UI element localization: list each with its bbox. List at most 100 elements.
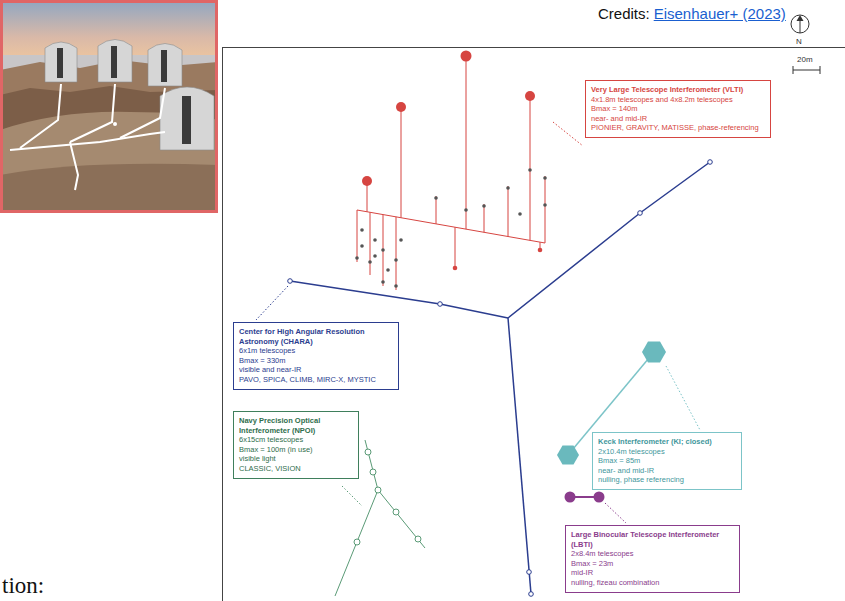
instrument-list: nulling, phase referencing <box>598 475 736 485</box>
telescope-count: 6x1m telescopes <box>239 346 393 356</box>
drawing-circle <box>529 592 534 597</box>
drawing-line <box>530 96 531 240</box>
drawing-circle <box>373 254 377 258</box>
drawing-circle <box>381 280 385 284</box>
facility-name: Center for High Angular Resolution Astro… <box>239 327 393 346</box>
drawing-circle <box>368 260 372 264</box>
drawing-polyline <box>70 142 78 190</box>
drawing-line <box>396 217 397 290</box>
npoi-telescopes <box>354 449 421 545</box>
drawing-polyline <box>508 162 710 318</box>
drawing-circle <box>506 186 510 190</box>
drawing-path <box>0 164 218 213</box>
unit-telescopes <box>362 51 542 271</box>
drawing-circle <box>365 449 371 455</box>
drawing-path <box>0 60 218 213</box>
photo-frame <box>2 2 217 212</box>
drawing-circle <box>370 469 376 475</box>
drawing-circle <box>373 238 377 242</box>
drawing-circle <box>355 256 359 260</box>
drawing-circle <box>438 302 443 307</box>
drawing-circle <box>453 266 458 271</box>
north-label: N <box>796 37 802 46</box>
drawing-rect <box>111 46 117 78</box>
telescope-count: 2x10.4m telescopes <box>598 447 736 457</box>
instrument-list: PAVO, SPICA, CLIMB, MIRC-X, MYSTIC <box>239 375 393 385</box>
north-arrow <box>791 15 809 33</box>
instrument-list: PIONIER, GRAVITY, MATISSE, phase-referen… <box>591 123 765 133</box>
facility-name: Keck Interferometer (KI; closed) <box>598 437 736 447</box>
wavelength-range: near- and mid-IR <box>598 466 736 476</box>
drawing-polyline <box>20 84 61 148</box>
drawing-g <box>57 46 191 144</box>
drawing-circle <box>538 248 543 253</box>
keck-telescope <box>557 446 579 465</box>
drawing-circle <box>518 212 522 216</box>
leader-line <box>553 122 583 146</box>
credit-text: Credits: <box>598 5 650 22</box>
wavelength-range: near- and mid-IR <box>591 114 765 124</box>
drawing-polyline <box>70 84 115 142</box>
drawing-line <box>508 318 531 594</box>
drawing-circle <box>708 160 713 165</box>
drawing-circle <box>525 91 535 101</box>
instrument-list: nulling, fizeau combination <box>571 578 734 588</box>
leader-line <box>342 486 362 506</box>
drawing-circle <box>396 102 406 112</box>
instrument-list: CLASSIC, VISION <box>239 464 353 474</box>
drawing-line <box>466 56 467 229</box>
drawing-circle <box>381 248 385 252</box>
max-baseline: Bmax = 100m (in use) <box>239 445 353 455</box>
drawing-polyline <box>10 132 165 150</box>
telescope-count: 6x15cm telescopes <box>239 435 353 445</box>
drawing-circle <box>386 268 390 272</box>
drawing-line <box>436 196 437 224</box>
drawing-circle <box>354 539 360 545</box>
drawing-circle <box>461 51 472 62</box>
max-baseline: Bmax = 140m <box>591 104 765 114</box>
lbt-mirror <box>594 492 605 503</box>
drawing-line <box>357 210 545 243</box>
wavelength-range: mid-IR <box>571 568 734 578</box>
telescope-count: 4x1.8m telescopes and 4x8.2m telescopes <box>591 95 765 105</box>
leader-line <box>666 366 700 430</box>
drawing-line <box>365 440 378 490</box>
facility-name: Navy Precision Optical Interferometer (N… <box>239 416 353 435</box>
scale-label: 20m <box>797 55 813 64</box>
drawing-line <box>508 186 509 237</box>
drawing-circle <box>393 509 399 515</box>
leader-line <box>605 503 626 523</box>
npoi-info-box: Navy Precision Optical Interferometer (N… <box>233 411 359 479</box>
max-baseline: Bmax = 85m <box>598 456 736 466</box>
lbti-info-box: Large Binocular Telescope Interferometer… <box>565 525 740 593</box>
drawing-g <box>45 40 214 151</box>
drawing-polygon <box>797 15 804 21</box>
wavelength-range: visible light <box>239 454 353 464</box>
keck-info-box: Keck Interferometer (KI; closed)2x10.4m … <box>592 432 742 490</box>
drawing-line <box>545 176 546 243</box>
drawing-path <box>45 42 77 82</box>
drawing-circle <box>638 211 643 216</box>
chara-info-box: Center for High Angular Resolution Astro… <box>233 322 399 390</box>
drawing-polyline <box>120 88 165 138</box>
vlti-array <box>357 56 545 290</box>
drawing-circle <box>543 176 547 180</box>
drawing-line <box>370 212 371 275</box>
auxiliary-stations <box>355 168 547 288</box>
drawing-circle <box>434 196 438 200</box>
drawing-circle <box>543 203 547 207</box>
lbt-mirror <box>565 492 576 503</box>
drawing-circle <box>415 536 421 542</box>
drawing-line <box>401 107 402 218</box>
drawing-polyline <box>290 281 508 318</box>
drawing-line <box>357 210 358 262</box>
drawing-circle <box>360 228 364 232</box>
drawing-circle <box>394 258 398 262</box>
drawing-line <box>335 490 378 596</box>
drawing-line <box>484 204 485 232</box>
scale-bar <box>793 66 820 74</box>
drawing-path <box>160 87 214 150</box>
drawing-circle <box>360 244 364 248</box>
vlti-info-box: Very Large Telescope Interferometer (VLT… <box>585 80 771 138</box>
facility-name: Large Binocular Telescope Interferometer… <box>571 530 734 549</box>
